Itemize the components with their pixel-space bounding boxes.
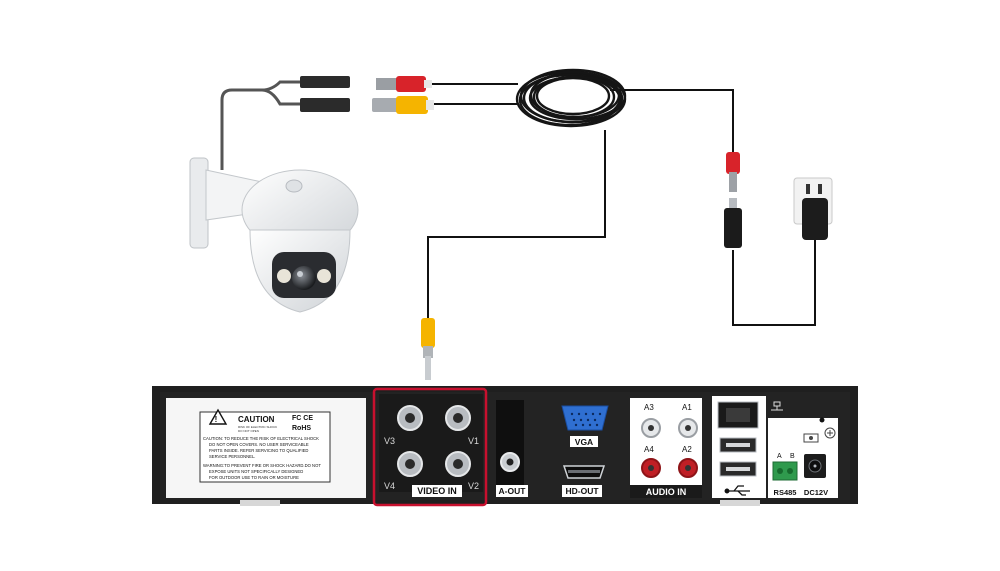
network-usb-block	[712, 396, 783, 498]
caution-line-5: EXPOSE UNITS NOT SPECIFICALLY DESIGNED	[209, 469, 303, 474]
vga-port[interactable]: VGA	[561, 405, 609, 447]
power-cable-upper	[610, 89, 734, 155]
dc-power-jack[interactable]	[804, 454, 826, 478]
dc-plug-pair	[724, 152, 742, 248]
panel-led	[819, 417, 825, 423]
audio-port-a1[interactable]	[678, 418, 698, 438]
caution-line-6: FOR OUTDOOR USE TO RAIN OR MOISTURE	[209, 475, 299, 480]
audio-label-a3: A3	[644, 403, 654, 412]
power-adapter	[793, 177, 833, 240]
a-out-port[interactable]: A-OUT	[496, 400, 528, 497]
wiring	[427, 83, 816, 326]
caution-line-3: SERVICE PERSONNEL.	[209, 454, 255, 459]
bnc-connector-pair	[372, 76, 434, 114]
audio-port-a2[interactable]	[678, 458, 698, 478]
bnc-port-v3[interactable]	[397, 405, 423, 431]
caution-label: ! CAUTION FC CE RoHS RISK OF ELECTRIC SH…	[199, 408, 331, 483]
usb-port-top[interactable]	[719, 437, 757, 453]
caution-line-0: CAUTION: TO REDUCE THE RISK OF ELECTRICA…	[203, 436, 319, 441]
video-in-label: VIDEO IN	[417, 486, 457, 496]
a-out-label: A-OUT	[499, 486, 527, 496]
rs485-terminal[interactable]	[772, 461, 798, 481]
rs485-pin-a: A	[777, 453, 782, 460]
audio-in-block: A3 A1 A4 A2 AUDIO IN	[630, 398, 702, 498]
bnc-port-v1[interactable]	[445, 405, 471, 431]
svg-text:!: !	[215, 415, 218, 424]
video-in-block: V3 V1 V4 V2 VIDEO IN	[372, 387, 488, 507]
power-cable-lower	[732, 240, 816, 326]
polarity-icon	[803, 433, 819, 443]
audio-label-a2: A2	[682, 445, 692, 454]
video-in-highlight	[372, 387, 488, 507]
caution-title: CAUTION	[238, 415, 275, 424]
caution-line-4: WARNING:TO PREVENT FIRE OR SHOCK HAZARD.…	[203, 463, 321, 468]
hd-out-label: HD-OUT	[565, 486, 599, 496]
video-bnc-plug	[421, 318, 435, 380]
vga-label: VGA	[575, 437, 593, 447]
caution-line-1: DO NOT OPEN COVERS. NO USER SERVICEABLE	[209, 442, 309, 447]
caution-line-2: PARTS INSIDE. REFER SERVICING TO QUALIFI…	[209, 448, 308, 453]
usb-port-bottom[interactable]	[719, 461, 757, 477]
caution-cert: FC CE	[292, 415, 313, 422]
ptz-camera	[189, 76, 359, 313]
caution-small-0: RISK OF ELECTRIC SHOCK	[238, 425, 277, 429]
camera-cable	[220, 80, 300, 170]
channel-label-v3: V3	[384, 436, 395, 446]
power-block: A B RS485 DC12V	[768, 417, 838, 498]
video-cable	[427, 130, 606, 320]
audio-label-a4: A4	[644, 445, 654, 454]
audio-in-label: AUDIO IN	[646, 487, 687, 497]
hdmi-port[interactable]: HD-OUT	[562, 465, 606, 497]
rs485-label: RS485	[774, 488, 797, 497]
channel-label-v2: V2	[468, 481, 479, 491]
coiled-cable	[515, 68, 627, 128]
network-icon	[771, 401, 783, 411]
channel-label-v4: V4	[384, 481, 395, 491]
audio-label-a1: A1	[682, 403, 692, 412]
caution-small-1: DO NOT OPEN	[238, 429, 259, 433]
caution-rohs: RoHS	[292, 425, 311, 432]
ethernet-port[interactable]	[717, 401, 759, 429]
audio-port-a4[interactable]	[641, 458, 661, 478]
dc12v-label: DC12V	[804, 488, 828, 497]
channel-label-v1: V1	[468, 436, 479, 446]
bnc-port-v4[interactable]	[397, 451, 423, 477]
rs485-pin-b: B	[790, 453, 795, 460]
ground-screw-icon	[824, 427, 836, 439]
bnc-port-v2[interactable]	[445, 451, 471, 477]
audio-port-a3[interactable]	[641, 418, 661, 438]
usb-icon	[724, 485, 750, 496]
